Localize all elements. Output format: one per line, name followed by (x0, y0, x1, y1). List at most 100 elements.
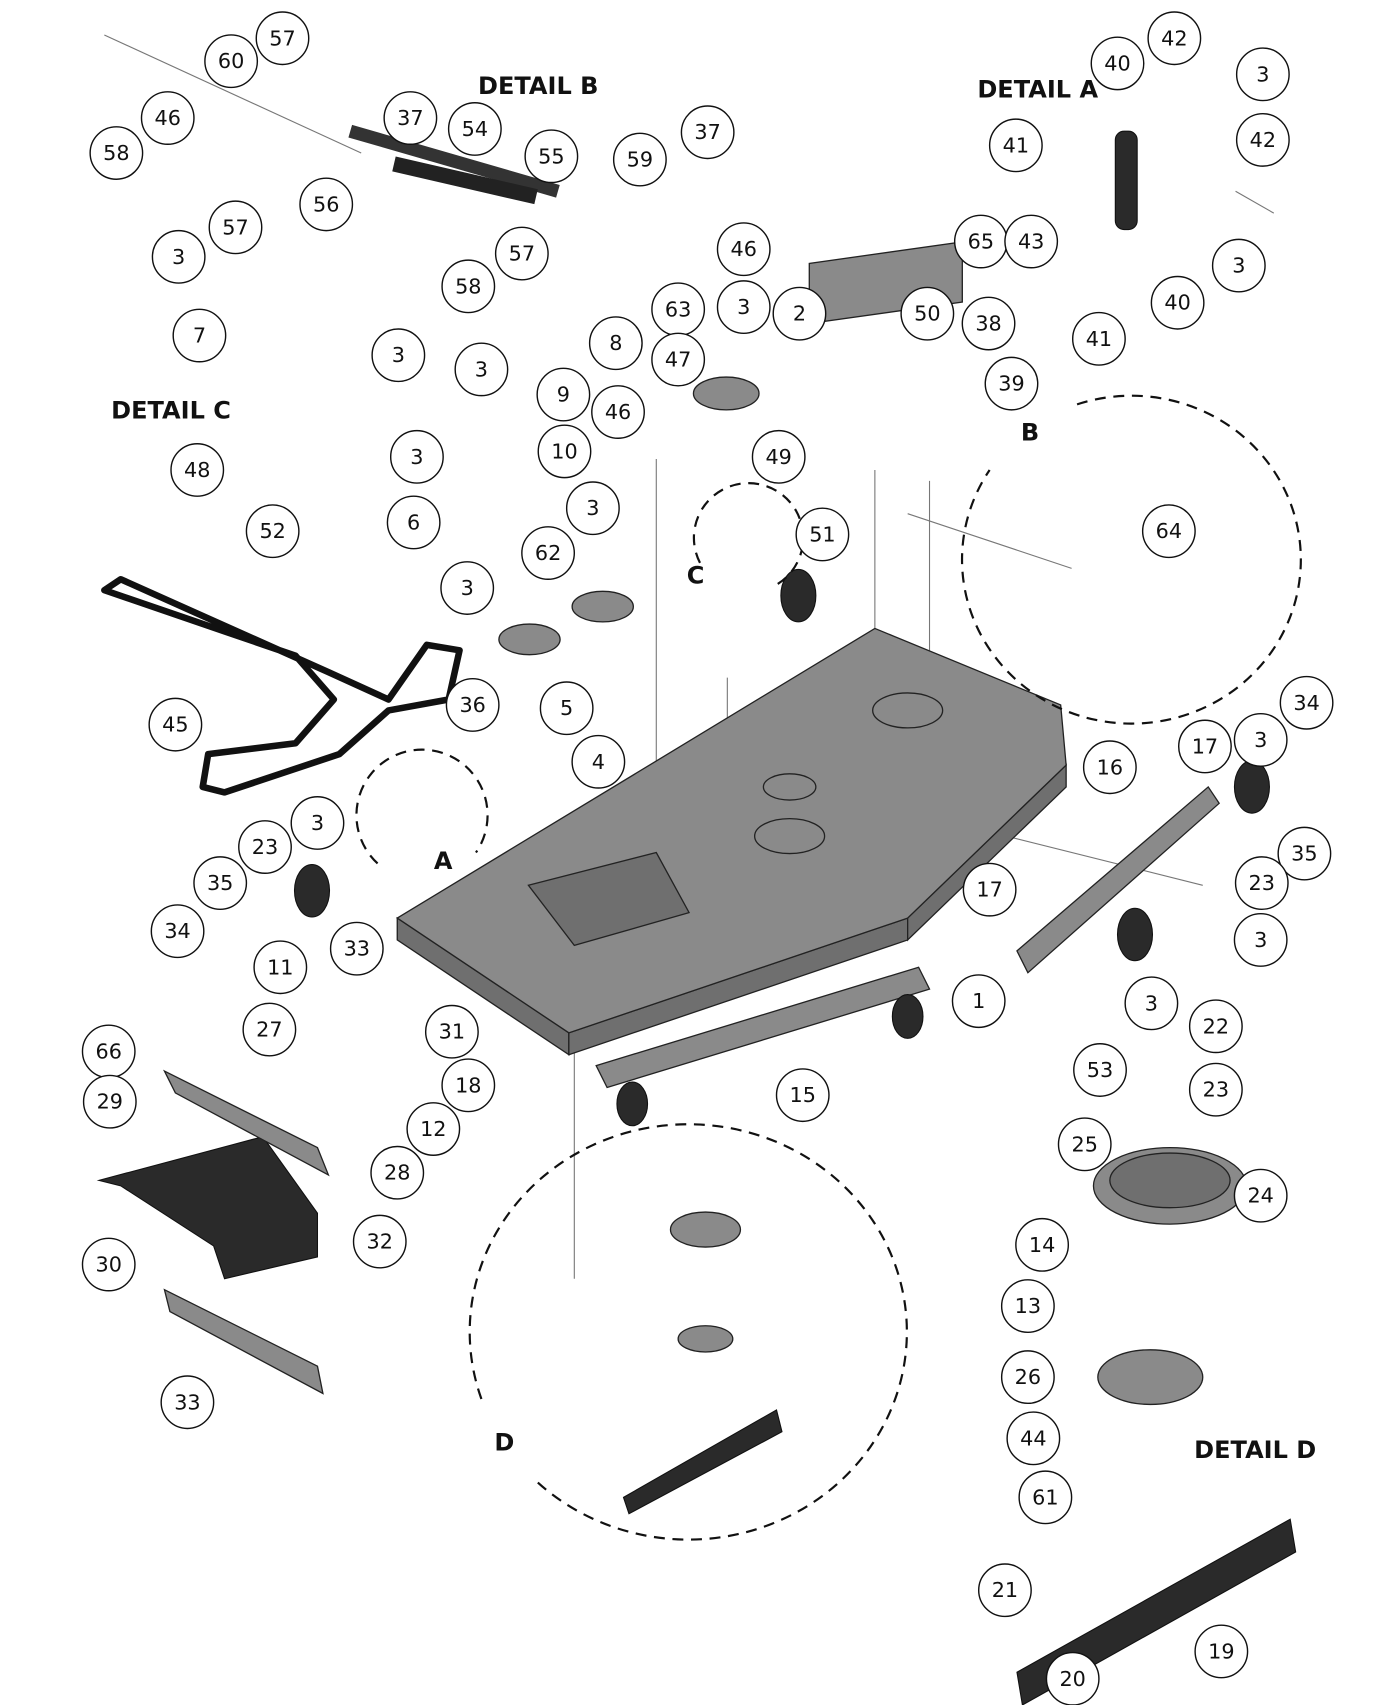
callout-number: 57 (269, 26, 295, 50)
callout-circle (1178, 719, 1232, 774)
callout-57: 57 (208, 200, 263, 255)
callout-4: 4 (571, 734, 626, 789)
callout-circle (1277, 826, 1332, 881)
callout-circle (406, 1102, 461, 1156)
callout-49: 49 (751, 429, 806, 484)
callout-number: 29 (97, 1090, 123, 1114)
callout-34: 34 (1279, 675, 1334, 730)
callout-number: 1 (972, 989, 985, 1013)
callout-52: 52 (245, 504, 300, 559)
callout-circle (951, 974, 1006, 1029)
callout-3: 3 (1124, 976, 1179, 1031)
callout-circle (82, 1074, 137, 1129)
callout-circle (1211, 238, 1266, 293)
callout-circle (89, 126, 144, 180)
callout-60: 60 (204, 34, 259, 89)
callout-41: 41 (1071, 311, 1126, 366)
callout-21: 21 (977, 1563, 1032, 1618)
callout-29: 29 (82, 1074, 137, 1129)
callout-number: 37 (397, 106, 423, 130)
callout-36: 36 (445, 678, 500, 732)
callout-number: 47 (665, 348, 691, 372)
callout-38: 38 (961, 296, 1016, 351)
callout-circle (521, 526, 576, 580)
callout-number: 30 (96, 1253, 122, 1277)
callout-circle (371, 328, 426, 383)
callout-26: 26 (1000, 1350, 1055, 1405)
callout-number: 6 (407, 510, 420, 534)
callout-45: 45 (148, 697, 203, 752)
callout-35: 35 (1277, 826, 1332, 881)
callout-number: 35 (207, 871, 233, 895)
callout-number: 26 (1015, 1365, 1041, 1389)
callout-number: 42 (1250, 128, 1276, 152)
callout-circle (1233, 1168, 1288, 1223)
callout-number: 23 (1203, 1078, 1229, 1102)
callout-number: 56 (313, 192, 339, 216)
callout-number: 51 (809, 522, 835, 546)
chute-deflector (96, 1136, 319, 1280)
callout-53: 53 (1073, 1043, 1127, 1097)
callout-circle (140, 91, 195, 145)
callout-circle (772, 286, 827, 341)
callout-circle (1235, 47, 1290, 102)
callout-number: 2 (793, 302, 806, 326)
callout-number: 43 (1018, 230, 1044, 254)
callout-circle (1082, 740, 1137, 795)
callout-number: 46 (731, 237, 757, 261)
callout-circle (1018, 1470, 1073, 1525)
view-letter-d: D (494, 1428, 514, 1456)
callout-number: 57 (222, 215, 248, 239)
callout-circle (170, 443, 225, 497)
callout-3: 3 (1233, 912, 1288, 967)
callout-circle (1147, 11, 1202, 66)
callout-28: 28 (370, 1145, 425, 1200)
callout-circle (1073, 1043, 1127, 1097)
callout-circle (441, 259, 496, 314)
callout-58: 58 (89, 126, 144, 180)
callout-9: 9 (536, 367, 591, 422)
callout-number: 65 (968, 230, 994, 254)
callout-circle (352, 1214, 407, 1269)
callout-number: 23 (1249, 871, 1275, 895)
callout-number: 32 (367, 1230, 393, 1254)
callout-number: 35 (1291, 842, 1317, 866)
callout-circle (1090, 36, 1145, 91)
callout-number: 40 (1164, 291, 1190, 315)
callout-circle (238, 820, 292, 874)
callout-43: 43 (1004, 214, 1059, 269)
callout-circle (1194, 1624, 1249, 1679)
callout-1: 1 (951, 974, 1006, 1029)
callout-number: 46 (605, 400, 631, 424)
callout-23: 23 (238, 820, 292, 874)
callout-circle (651, 332, 706, 387)
callout-62: 62 (521, 526, 576, 580)
callout-circle (447, 102, 502, 156)
callout-8: 8 (588, 316, 643, 371)
callout-32: 32 (352, 1214, 407, 1269)
callout-circle (253, 940, 308, 995)
callout-17: 17 (962, 862, 1017, 917)
callout-number: 53 (1087, 1058, 1113, 1082)
callout-circle (1000, 1279, 1055, 1334)
callout-circle (984, 356, 1039, 411)
callout-circle (150, 904, 205, 959)
callout-3: 3 (565, 481, 620, 536)
callout-circle (539, 681, 594, 736)
callout-40: 40 (1090, 36, 1145, 91)
detail-c-label: DETAIL C (111, 397, 231, 425)
callout-circle (299, 177, 354, 232)
callout-10: 10 (537, 424, 592, 479)
callout-65: 65 (953, 214, 1008, 269)
callout-number: 23 (252, 835, 278, 859)
callout-circle (1015, 1217, 1070, 1272)
view-letter-b: B (1021, 418, 1039, 446)
callout-number: 61 (1032, 1485, 1058, 1509)
callout-circle (494, 226, 549, 281)
callout-circle (977, 1563, 1032, 1618)
callout-14: 14 (1015, 1217, 1070, 1272)
callout-circle (370, 1145, 425, 1200)
callout-number: 3 (1254, 928, 1267, 952)
callout-circle (612, 132, 667, 187)
